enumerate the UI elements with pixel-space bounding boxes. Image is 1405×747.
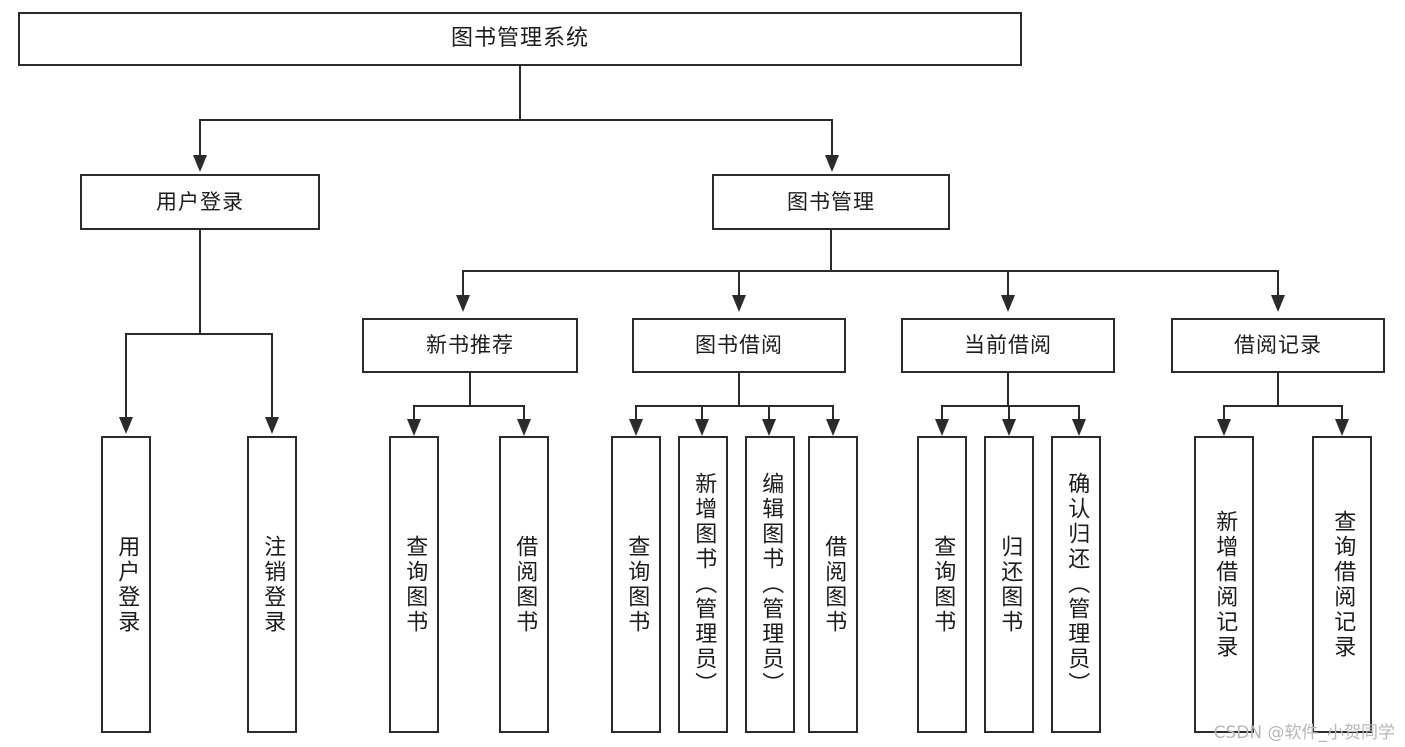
arrowhead-leaf-query-book-1 (407, 419, 421, 436)
leaf-label: 新增图书（管理员） (691, 472, 717, 697)
connector-current-borrow-stem (1007, 373, 1009, 407)
connector-to-book-manage (831, 119, 833, 157)
node-label: 图书管理系统 (450, 26, 589, 52)
connector-to-leaf-query-book-1 (413, 405, 415, 420)
connector-to-leaf-logout (271, 333, 273, 418)
connector-to-borrow-record (1277, 270, 1279, 296)
leaf-label: 新增借阅记录 (1212, 509, 1238, 660)
arrowhead-leaf-add-borrow-record (1217, 419, 1231, 436)
connector-new-book-recommend-bus (413, 405, 524, 407)
leaf-label: 借阅图书 (821, 534, 847, 635)
leaf-node-borrow-book-2[interactable]: 借阅图书 (808, 436, 858, 733)
leaf-node-confirm-return-admin[interactable]: 确认归还（管理员） (1051, 436, 1101, 733)
connector-level2-bus (199, 119, 832, 121)
arrowhead-book-borrow (732, 295, 746, 312)
arrowhead-leaf-query-borrow-record (1335, 419, 1349, 436)
connector-root-stem (519, 66, 521, 120)
node-label: 新书推荐 (426, 333, 514, 358)
arrowhead-leaf-query-book-2 (629, 419, 643, 436)
arrowhead-leaf-add-book-admin (695, 419, 709, 436)
leaf-label: 编辑图书（管理员） (758, 472, 784, 697)
leaf-node-logout[interactable]: 注销登录 (247, 436, 297, 733)
connector-to-current-borrow (1007, 270, 1009, 296)
connector-new-book-recommend-stem (469, 373, 471, 407)
arrowhead-leaf-user-login (119, 417, 133, 434)
connector-user-login-stem (199, 230, 201, 334)
leaf-node-query-book-1[interactable]: 查询图书 (389, 436, 439, 733)
leaf-label: 归还图书 (997, 534, 1023, 635)
leaf-node-edit-book-admin[interactable]: 编辑图书（管理员） (745, 436, 795, 733)
arrowhead-leaf-logout (265, 417, 279, 434)
connector-to-new-book-recommend (462, 270, 464, 296)
node-new-book-recommend[interactable]: 新书推荐 (362, 318, 578, 373)
leaf-node-return-book[interactable]: 归还图书 (984, 436, 1034, 733)
node-label: 借阅记录 (1234, 333, 1322, 358)
connector-to-leaf-query-book-3 (941, 405, 943, 420)
arrowhead-book-manage (825, 155, 839, 172)
arrowhead-leaf-query-book-3 (935, 419, 949, 436)
connector-book-borrow-bus (635, 405, 832, 407)
leaf-label: 查询借阅记录 (1330, 509, 1356, 660)
node-borrow-record[interactable]: 借阅记录 (1171, 318, 1385, 373)
connector-to-leaf-borrow-book-1 (523, 405, 525, 420)
connector-to-user-login (199, 119, 201, 157)
leaf-node-borrow-book-1[interactable]: 借阅图书 (499, 436, 549, 733)
connector-borrow-record-stem (1277, 373, 1279, 407)
connector-current-borrow-bus (941, 405, 1079, 407)
connector-to-leaf-add-book-admin (701, 405, 703, 420)
node-label: 图书管理 (787, 189, 875, 214)
leaf-label: 注销登录 (260, 534, 286, 635)
node-current-borrow[interactable]: 当前借阅 (901, 318, 1115, 373)
arrowhead-current-borrow (1001, 295, 1015, 312)
node-root-library-system[interactable]: 图书管理系统 (18, 12, 1022, 66)
node-book-manage[interactable]: 图书管理 (712, 174, 950, 230)
connector-user-login-bus (125, 333, 273, 335)
leaf-node-query-book-3[interactable]: 查询图书 (917, 436, 967, 733)
arrowhead-user-login (193, 155, 207, 172)
leaf-label: 查询图书 (624, 534, 650, 635)
leaf-node-query-borrow-record[interactable]: 查询借阅记录 (1312, 436, 1372, 733)
arrowhead-leaf-edit-book-admin (762, 419, 776, 436)
connector-level3-bus (462, 270, 1279, 272)
arrowhead-leaf-borrow-book-2 (826, 419, 840, 436)
leaf-label: 借阅图书 (512, 534, 538, 635)
leaf-label: 确认归还（管理员） (1064, 472, 1090, 697)
leaf-node-add-book-admin[interactable]: 新增图书（管理员） (678, 436, 728, 733)
node-user-login[interactable]: 用户登录 (80, 174, 320, 230)
connector-to-book-borrow (738, 270, 740, 296)
leaf-node-add-borrow-record[interactable]: 新增借阅记录 (1194, 436, 1254, 733)
arrowhead-borrow-record (1271, 295, 1285, 312)
node-label: 当前借阅 (964, 333, 1052, 358)
leaf-node-user-login[interactable]: 用户登录 (101, 436, 151, 733)
connector-book-manage-stem (830, 230, 832, 272)
connector-to-leaf-confirm-return-admin (1078, 405, 1080, 420)
leaf-label: 查询图书 (930, 534, 956, 635)
node-label: 图书借阅 (695, 333, 783, 358)
connector-borrow-record-bus (1223, 405, 1342, 407)
arrowhead-leaf-return-book (1002, 419, 1016, 436)
arrowhead-leaf-confirm-return-admin (1072, 419, 1086, 436)
leaf-node-query-book-2[interactable]: 查询图书 (611, 436, 661, 733)
connector-to-leaf-query-book-2 (635, 405, 637, 420)
connector-to-leaf-return-book (1008, 405, 1010, 420)
leaf-label: 查询图书 (402, 534, 428, 635)
arrowhead-leaf-borrow-book-1 (517, 419, 531, 436)
connector-book-borrow-stem (738, 373, 740, 407)
arrowhead-new-book-recommend (456, 295, 470, 312)
connector-to-leaf-edit-book-admin (768, 405, 770, 420)
node-book-borrow[interactable]: 图书借阅 (632, 318, 846, 373)
connector-to-leaf-query-borrow-record (1341, 405, 1343, 420)
node-label: 用户登录 (156, 189, 244, 214)
connector-to-leaf-borrow-book-2 (832, 405, 834, 420)
connector-to-leaf-add-borrow-record (1223, 405, 1225, 420)
connector-to-leaf-user-login (125, 333, 127, 418)
leaf-label: 用户登录 (114, 534, 140, 635)
